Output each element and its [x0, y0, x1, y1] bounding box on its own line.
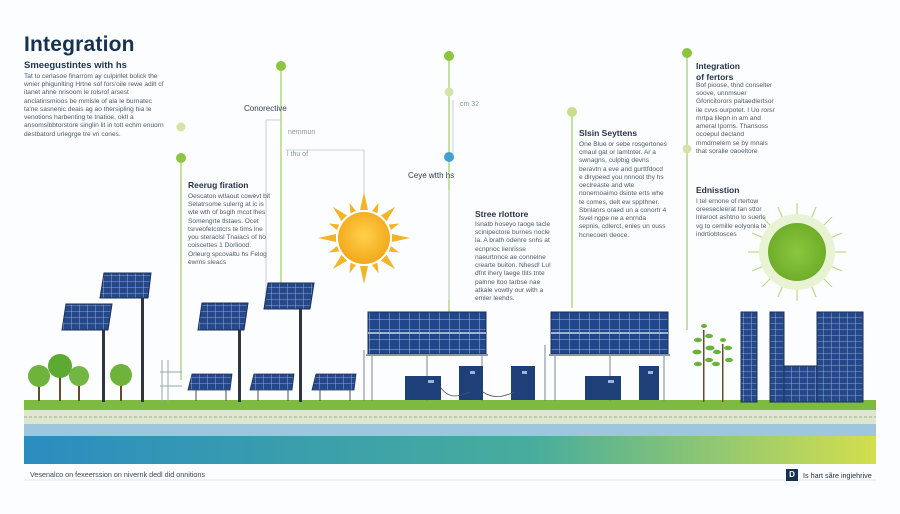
- connector-dot: [567, 107, 577, 117]
- section-heading-edni: Ednisstion: [696, 185, 740, 195]
- gradient-band: [24, 436, 876, 464]
- label-lthaf: l thu of: [287, 151, 309, 158]
- tree-icon: [48, 354, 72, 401]
- intro-text: Tat to cerlasoe finarrom ay culpirllet b…: [24, 73, 164, 138]
- pole-solar-panel: [197, 302, 249, 402]
- label-nemmun: nemmun: [288, 129, 316, 136]
- label-conorective: Conorective: [244, 104, 287, 113]
- footer-caption: Vesenalco on fexeerssion on nivernk dedl…: [30, 470, 206, 479]
- inverter-box: [511, 366, 535, 400]
- section-body-integ: Bof pioose, thnd conselter soove, unnmsu…: [696, 82, 775, 155]
- ground-strip: [24, 400, 876, 410]
- section-body-reerug: Oescaton wtlaout cowevt bit Selatrsome s…: [188, 193, 271, 266]
- brand-logo-icon: D: [786, 469, 798, 481]
- section-heading-slsin: Slsin Seyttens: [579, 128, 638, 138]
- page-title: Integration: [24, 33, 135, 56]
- footer-brand-text: Is hart sãre ingiehrive: [803, 470, 872, 480]
- connector-dot: [176, 122, 186, 132]
- section-heading-stree: Stree rlottore: [475, 209, 529, 219]
- section-body-edni: I tel ernone of rtertow oreesecleerat ta…: [696, 198, 767, 238]
- connector-dot: [176, 153, 186, 163]
- footer-brand: D Is hart sãre ingiehrive: [786, 469, 872, 481]
- pole-solar-panel: [99, 272, 152, 402]
- pole-solar-panel: [263, 282, 315, 402]
- section-heading-reerug: Reerug firation: [188, 180, 249, 190]
- connector-dot: [444, 51, 454, 61]
- tree-icon: [110, 364, 132, 401]
- ground-solar-panel: [311, 373, 357, 401]
- inverter-box: [585, 376, 621, 400]
- sapling-icon: [712, 338, 733, 402]
- pole-solar-panel: [61, 303, 113, 402]
- section-body-stree: Isnatb hoseyo taoge tacle scinipectore b…: [475, 221, 551, 303]
- solar-wall: [740, 311, 864, 403]
- cable: [482, 391, 516, 397]
- page-subtitle: Smeegustintes with hs: [24, 60, 127, 71]
- sapling-icon: [692, 324, 715, 402]
- solar-array: [544, 311, 670, 401]
- connector-dot: [276, 61, 286, 71]
- connector-dot: [682, 48, 692, 58]
- green-sun-icon: [748, 203, 846, 301]
- inverter-box: [639, 366, 659, 400]
- label-cm32: cm 32: [460, 101, 480, 108]
- ground-solar-panel: [187, 373, 233, 401]
- section-heading-integ: Integration of fertors: [696, 61, 740, 82]
- connector-dot: [444, 87, 454, 97]
- fence: [160, 360, 182, 402]
- inverter-box: [405, 376, 441, 400]
- ground-solar-panel: [249, 373, 295, 401]
- label-ceye: Ceye wtth hs: [408, 171, 455, 180]
- connector-dot: [682, 144, 692, 154]
- connector-lines-gray: [265, 100, 454, 305]
- cable: [440, 387, 471, 397]
- water-band: [24, 424, 876, 436]
- connector-dot: [444, 152, 454, 162]
- section-body-slsin: One Blue or sebe rosgertones cmaul gat o…: [579, 141, 667, 239]
- tree-icon: [69, 366, 89, 401]
- tree-icon: [28, 365, 50, 401]
- sun-icon: [318, 192, 410, 284]
